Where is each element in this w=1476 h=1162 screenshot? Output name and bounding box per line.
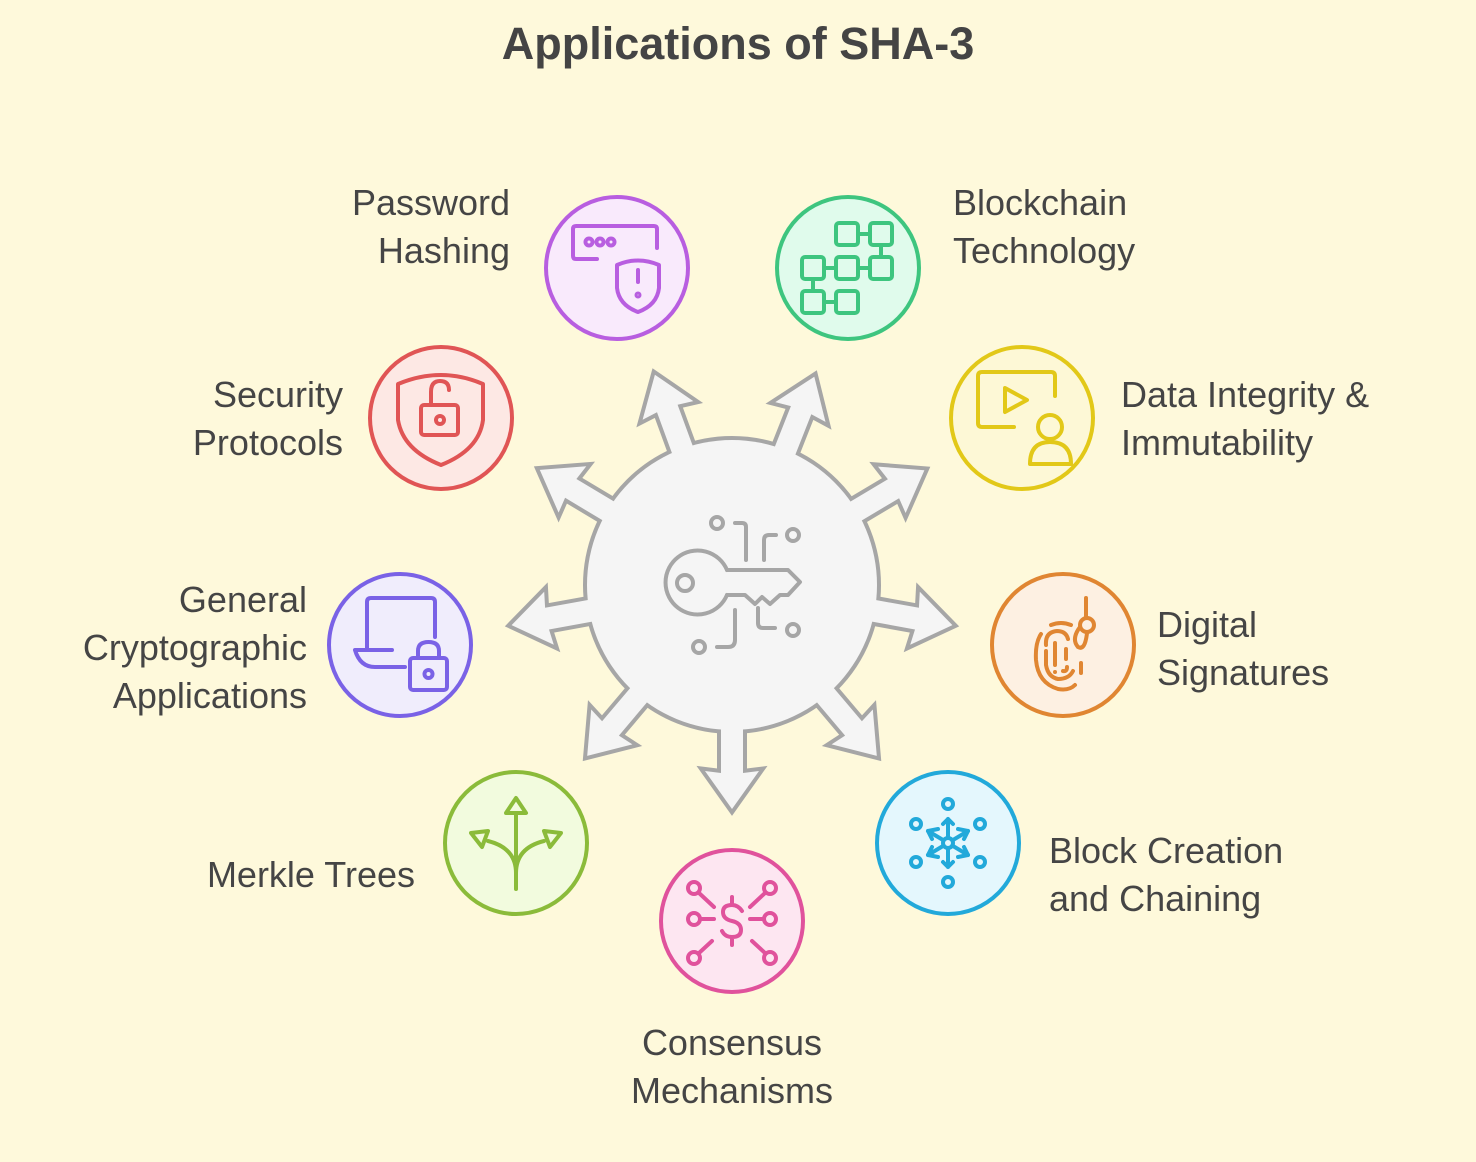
- arrow-consensus-mechanisms: [705, 695, 759, 809]
- label-line: Merkle Trees: [206, 854, 415, 895]
- label-line: Signatures: [1157, 652, 1330, 693]
- label-line: Immutability: [1121, 422, 1314, 463]
- node-data-integrity: [947, 343, 1097, 493]
- label-line: Consensus: [641, 1022, 823, 1063]
- shield-lock-icon: [396, 373, 485, 467]
- label-line: Password: [351, 182, 510, 223]
- node-general-cryptographic-applications: [325, 570, 475, 720]
- node-consensus-mechanisms: [657, 846, 807, 996]
- label-line: Applications: [112, 675, 307, 716]
- node-password-hashing: [542, 193, 692, 343]
- diagram-title: Applications of SHA-3: [501, 18, 975, 69]
- label-line: Protocols: [192, 422, 343, 463]
- label-line: Digital: [1157, 604, 1258, 645]
- blocks-network-icon: [800, 221, 894, 315]
- label-line: Hashing: [377, 230, 510, 271]
- label-line: Blockchain: [953, 182, 1128, 223]
- network-nodes-icon: [909, 797, 987, 889]
- fingerprint-icon: [1033, 596, 1096, 692]
- label-line: Security: [212, 374, 343, 415]
- node-block-creation: [873, 768, 1023, 918]
- password-shield-icon: [571, 224, 661, 314]
- label-block-creation: Block Creation and Chaining: [1049, 827, 1283, 923]
- node-blockchain-technology: [773, 193, 923, 343]
- label-line: Data Integrity &: [1121, 374, 1370, 415]
- label-data-integrity: Data Integrity & Immutability: [1121, 371, 1369, 467]
- branching-arrows-icon: [469, 796, 563, 891]
- node-merkle-trees: [441, 768, 591, 918]
- label-line: Block Creation: [1049, 830, 1284, 871]
- laptop-lock-icon: [353, 596, 449, 692]
- label-merkle-trees: Merkle Trees: [207, 851, 415, 899]
- node-digital-signatures: [988, 570, 1138, 720]
- key-circuit-icon: [663, 515, 802, 655]
- dollar-network-icon: [686, 880, 778, 966]
- label-line: Cryptographic: [82, 627, 307, 668]
- video-user-icon: [976, 370, 1073, 466]
- label-line: and Chaining: [1049, 878, 1262, 919]
- label-line: Technology: [953, 230, 1136, 271]
- label-line: General: [178, 579, 307, 620]
- label-line: Mechanisms: [630, 1070, 834, 1111]
- node-security-protocols: [366, 343, 516, 493]
- hub-circle: [587, 440, 877, 730]
